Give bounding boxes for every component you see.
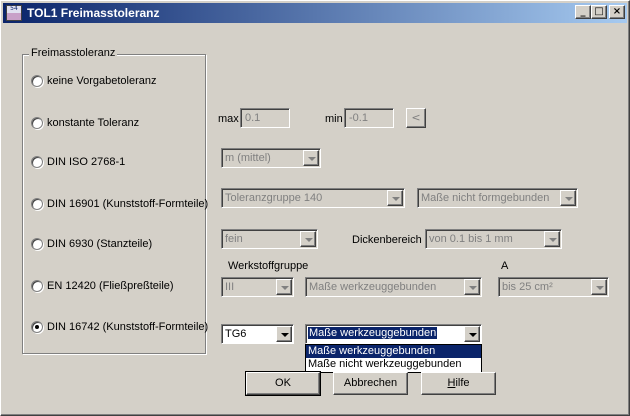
radio-label: konstante Toleranz	[47, 117, 140, 129]
help-button[interactable]: Hilfe	[421, 372, 496, 395]
select-value: Toleranzgruppe 140	[225, 192, 323, 204]
chevron-down-icon[interactable]	[560, 190, 576, 206]
app-icon: 54	[6, 5, 22, 21]
a-label: A	[501, 260, 509, 272]
maximize-button[interactable]: □	[591, 5, 607, 19]
werkstoffgruppe-label: Werkstoffgruppe	[228, 260, 309, 272]
copy-arrow-button[interactable]: <	[406, 108, 426, 128]
radio-label: DIN 16742 (Kunststoff-Formteile)	[47, 321, 209, 333]
radio-konstante-toleranz[interactable]: konstante Toleranz	[31, 115, 139, 131]
chevron-down-icon[interactable]	[387, 190, 403, 206]
radio-en-12420[interactable]: EN 12420 (Fließpreßteile)	[31, 278, 174, 294]
chevron-down-icon[interactable]	[544, 231, 560, 247]
radio-button-checked[interactable]	[31, 321, 43, 333]
radio-label: keine Vorgabetoleranz	[47, 75, 157, 87]
help-mnemonic: H	[447, 377, 456, 389]
radio-button[interactable]	[31, 280, 43, 292]
werkstoffgruppe-select[interactable]: III	[221, 277, 294, 297]
radio-din-iso-2768[interactable]: DIN ISO 2768-1	[31, 154, 125, 170]
min-label: min	[325, 113, 343, 125]
en12420-type-select[interactable]: Maße werkzeuggebunden	[305, 277, 482, 297]
minimize-button[interactable]: _	[575, 5, 591, 19]
radio-label: DIN 6930 (Stanzteile)	[47, 238, 153, 250]
dickenbereich-select[interactable]: von 0.1 bis 1 mm	[425, 229, 562, 249]
chevron-down-icon[interactable]	[464, 326, 480, 342]
help-label-rest: ilfe	[455, 377, 470, 389]
select-value: TG6	[225, 328, 247, 340]
window-title: TOL1 Freimasstoleranz	[27, 6, 160, 20]
a-select[interactable]: bis 25 cm²	[498, 277, 609, 297]
chevron-down-icon[interactable]	[464, 279, 480, 295]
radio-keine-vorgabe[interactable]: keine Vorgabetoleranz	[31, 73, 156, 89]
radio-label: DIN ISO 2768-1	[47, 156, 126, 168]
radio-label: DIN 16901 (Kunststoff-Formteile)	[47, 198, 209, 210]
groupbox-label: Freimasstoleranz	[29, 47, 118, 59]
ok-button[interactable]: OK	[245, 371, 321, 396]
radio-din-16742[interactable]: DIN 16742 (Kunststoff-Formteile)	[31, 319, 208, 335]
radio-button[interactable]	[31, 156, 43, 168]
title-bar[interactable]: 54 TOL1 Freimasstoleranz _ □ ×	[3, 3, 627, 23]
select-value: Maße nicht formgebunden	[421, 192, 550, 204]
select-value: fein	[225, 233, 243, 245]
radio-label: EN 12420 (Fließpreßteile)	[47, 280, 174, 292]
chevron-down-icon[interactable]	[276, 326, 292, 342]
dropdown-option[interactable]: Maße werkzeuggebunden	[306, 345, 481, 358]
din16742-type-dropdown: Maße werkzeuggebunden Maße nicht werkzeu…	[305, 344, 482, 373]
din16901-type-select[interactable]: Maße nicht formgebunden	[417, 188, 578, 208]
radio-button[interactable]	[31, 75, 43, 87]
radio-button[interactable]	[31, 238, 43, 250]
chevron-down-icon[interactable]	[591, 279, 607, 295]
min-field[interactable]: -0.1	[344, 108, 394, 128]
select-value: Maße werkzeuggebunden	[306, 326, 439, 340]
max-field[interactable]: 0.1	[240, 108, 290, 128]
din16901-group-select[interactable]: Toleranzgruppe 140	[221, 188, 405, 208]
cancel-button[interactable]: Abbrechen	[333, 372, 408, 395]
radio-din-16901[interactable]: DIN 16901 (Kunststoff-Formteile)	[31, 196, 208, 212]
chevron-down-icon[interactable]	[276, 279, 292, 295]
select-value: m (mittel)	[225, 152, 271, 164]
tg-select[interactable]: TG6	[221, 324, 294, 344]
din16742-type-select[interactable]: Maße werkzeuggebunden	[305, 324, 482, 344]
select-value: bis 25 cm²	[502, 281, 553, 293]
select-value: Maße werkzeuggebunden	[309, 281, 437, 293]
select-value: III	[225, 281, 235, 293]
select-value: von 0.1 bis 1 mm	[429, 233, 513, 245]
radio-button[interactable]	[31, 117, 43, 129]
iso2768-select[interactable]: m (mittel)	[221, 148, 321, 168]
chevron-down-icon[interactable]	[300, 231, 316, 247]
dropdown-option[interactable]: Maße nicht werkzeuggebunden	[308, 358, 462, 370]
close-button[interactable]: ×	[609, 5, 625, 19]
app-icon-text: 54	[7, 6, 21, 13]
chevron-down-icon[interactable]	[303, 150, 319, 166]
dickenbereich-label: Dickenbereich	[352, 234, 422, 246]
din6930-select[interactable]: fein	[221, 229, 318, 249]
radio-din-6930[interactable]: DIN 6930 (Stanzteile)	[31, 236, 152, 252]
radio-button[interactable]	[31, 198, 43, 210]
max-label: max	[218, 113, 239, 125]
